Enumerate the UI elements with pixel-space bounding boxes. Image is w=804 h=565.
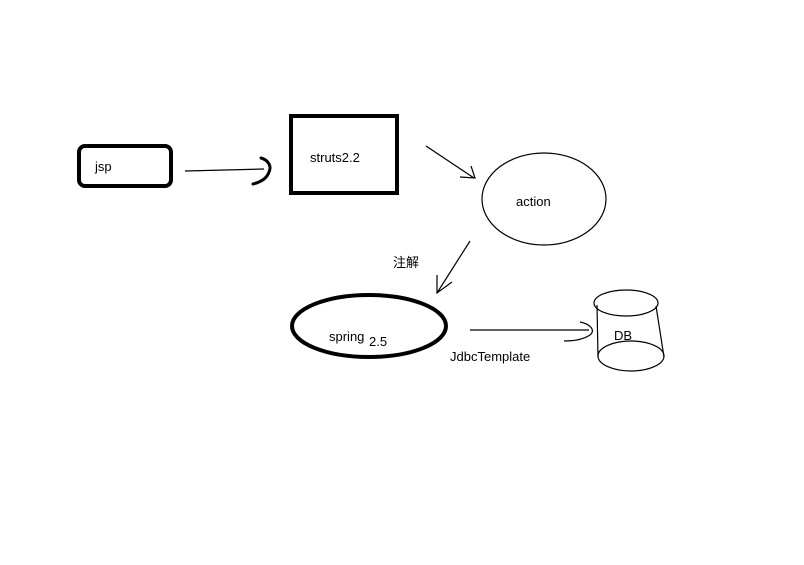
arrow-line [184, 168, 265, 172]
spring-node: spring 2.5 [290, 293, 448, 359]
arrow-spring-to-db [470, 321, 593, 342]
arrow-line [425, 145, 475, 179]
struts-node: struts2.2 [289, 114, 399, 195]
action-node: action [481, 152, 607, 246]
action-ellipse [481, 152, 607, 246]
jsp-box [77, 144, 173, 188]
arrow-head [459, 165, 476, 179]
spring-version-label: 2.5 [369, 334, 387, 349]
jdbc-label: JdbcTemplate [450, 349, 530, 364]
arrow-head [251, 156, 272, 186]
db-bottom-ellipse [597, 340, 665, 372]
annotation-label: 注解 [393, 255, 419, 270]
spring-ellipse [290, 293, 448, 359]
jsp-node: jsp [77, 144, 173, 188]
spring-label: spring [329, 329, 364, 344]
arrow-line [436, 240, 471, 294]
db-label: DB [614, 328, 632, 343]
arrow-jsp-to-struts [184, 156, 272, 186]
db-top-ellipse [593, 289, 659, 317]
jsp-label: jsp [94, 159, 112, 174]
struts-box [289, 114, 399, 195]
db-right-side [655, 305, 665, 358]
db-node: DB [593, 289, 665, 372]
action-label: action [516, 194, 551, 209]
arrow-head [563, 321, 593, 342]
arrow-struts-to-action [425, 145, 476, 179]
db-left-side [596, 304, 599, 358]
arrow-action-to-spring [436, 240, 471, 295]
arrow-head [436, 275, 453, 295]
struts-label: struts2.2 [310, 150, 360, 165]
